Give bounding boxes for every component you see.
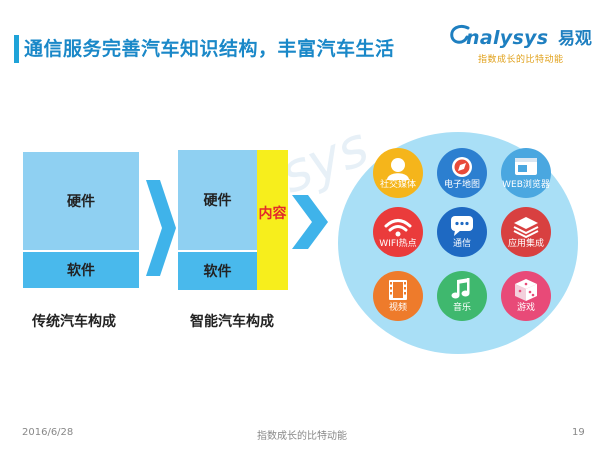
app-video-label: 视频 bbox=[388, 303, 407, 313]
chat-icon bbox=[451, 216, 473, 236]
app-music: 音乐 bbox=[437, 271, 487, 321]
traditional-hardware-block: 硬件 bbox=[23, 152, 139, 250]
traditional-hardware-label: 硬件 bbox=[67, 194, 95, 210]
footer-tagline: 指数成长的比特动能 bbox=[257, 431, 347, 442]
title-accent-bar bbox=[14, 35, 19, 63]
smart-hardware-block: 硬件 bbox=[178, 150, 257, 250]
traditional-software-block: 软件 bbox=[23, 252, 139, 288]
footer-date: 2016/6/28 bbox=[22, 427, 74, 438]
app-web-browser: WEB浏览器 bbox=[501, 148, 551, 198]
smart-hardware-label: 硬件 bbox=[203, 193, 232, 209]
app-game-label: 游戏 bbox=[516, 303, 535, 313]
dice-icon bbox=[515, 279, 537, 301]
app-game: 游戏 bbox=[501, 271, 551, 321]
brand-swoosh-icon bbox=[450, 24, 470, 44]
film-icon bbox=[389, 280, 407, 300]
app-communication: 通信 bbox=[437, 207, 487, 257]
app-video: 视频 bbox=[373, 271, 423, 321]
wifi-icon bbox=[384, 219, 412, 237]
smart-software-label: 软件 bbox=[203, 264, 232, 280]
traditional-caption: 传统汽车构成 bbox=[32, 314, 116, 330]
app-web-browser-label: WEB浏览器 bbox=[502, 180, 550, 190]
brand-logo: nalysys 易观 指数成长的比特动能 bbox=[450, 24, 592, 74]
smart-software-block: 软件 bbox=[178, 252, 257, 290]
app-app-integration-label: 应用集成 bbox=[507, 239, 544, 249]
app-wifi-hotspot-label: WIFI热点 bbox=[379, 239, 417, 249]
brand-name-cn: 易观 bbox=[557, 29, 592, 49]
brand-tagline: 指数成长的比特动能 bbox=[478, 55, 564, 65]
smart-content-label: 内容 bbox=[258, 206, 287, 222]
brand-name-en: nalysys bbox=[466, 27, 549, 49]
app-e-map-label: 电子地图 bbox=[443, 180, 480, 190]
smart-caption: 智能汽车构成 bbox=[190, 314, 274, 330]
person-icon bbox=[387, 158, 409, 180]
traditional-software-label: 软件 bbox=[67, 263, 95, 279]
music-icon bbox=[451, 278, 470, 299]
app-communication-label: 通信 bbox=[452, 239, 471, 249]
traditional-divider bbox=[23, 250, 139, 252]
app-app-integration: 应用集成 bbox=[501, 207, 551, 257]
app-wifi-hotspot: WIFI热点 bbox=[373, 207, 423, 257]
app-social-media-label: 社交媒体 bbox=[379, 180, 416, 190]
smart-content-block bbox=[257, 150, 288, 290]
smart-divider bbox=[178, 250, 257, 252]
chevron-arrow-2-icon bbox=[292, 195, 328, 249]
browser-icon bbox=[515, 158, 537, 175]
footer-page-number: 19 bbox=[572, 427, 585, 438]
app-e-map: 电子地图 bbox=[437, 148, 487, 198]
layers-icon bbox=[513, 217, 539, 239]
chevron-arrow-1-icon bbox=[146, 180, 176, 276]
page-title: 通信服务完善汽车知识结构，丰富汽车生活 bbox=[24, 38, 395, 60]
compass-icon bbox=[452, 157, 472, 177]
app-music-label: 音乐 bbox=[452, 303, 471, 313]
app-social-media: 社交媒体 bbox=[373, 148, 423, 198]
